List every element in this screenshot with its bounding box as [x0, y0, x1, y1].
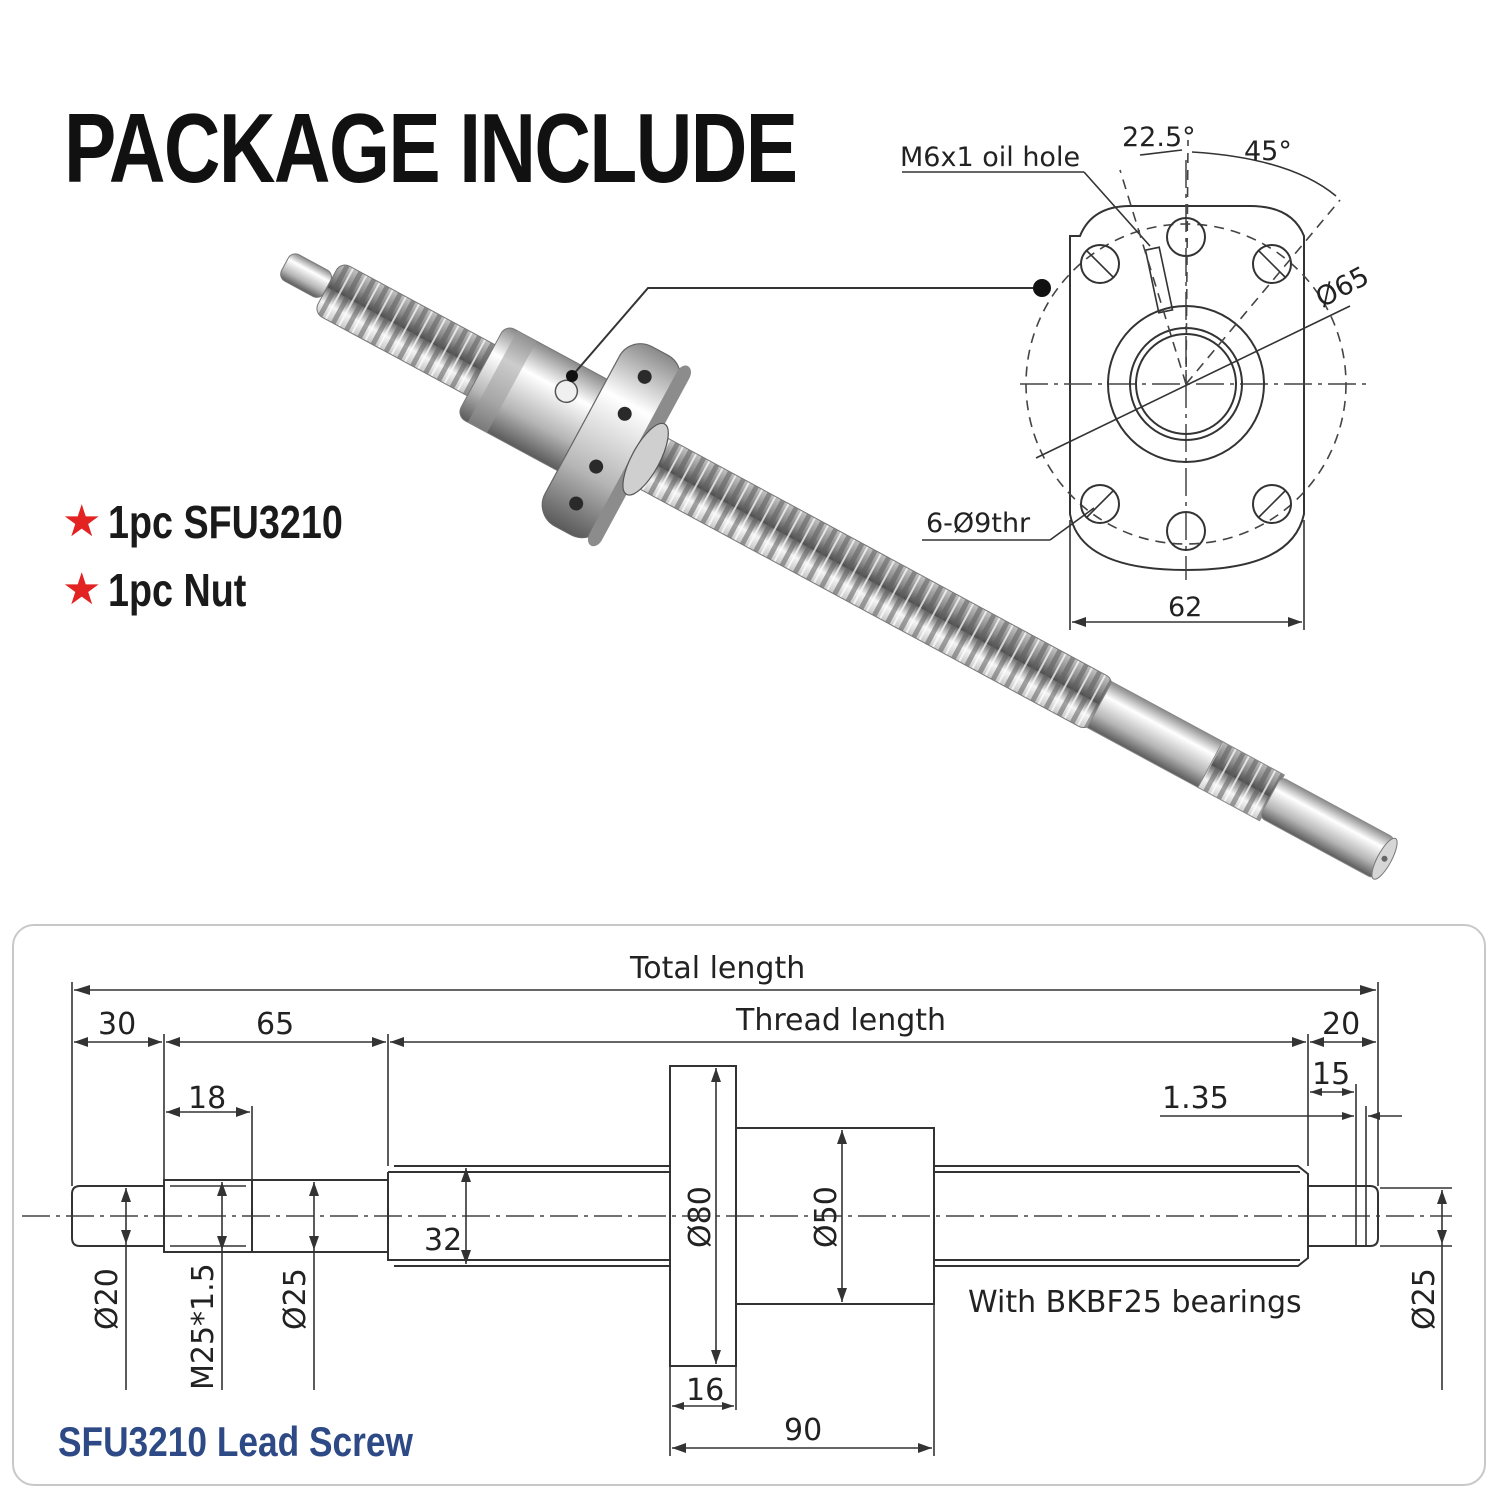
angle-label: 22.5°: [1122, 122, 1196, 153]
nut-dia-label: Ø50: [809, 1186, 844, 1248]
holes-label: 6-Ø9thr: [926, 508, 1031, 539]
package-list: ★ 1pc SFU3210 ★ 1pc Nut: [62, 488, 394, 624]
oil-hole-label: M6x1 oil hole: [900, 142, 1080, 173]
star-icon: ★: [62, 496, 102, 547]
snap-15-label: 15: [1312, 1057, 1350, 1092]
dia-25-left-label: Ø25: [278, 1268, 313, 1330]
end-right-label: 20: [1322, 1007, 1360, 1042]
package-item-text: 1pc Nut: [108, 564, 247, 616]
section-65-label: 65: [256, 1007, 294, 1042]
flange-dia-label: Ø80: [683, 1186, 718, 1248]
dia-25-right-label: Ø25: [1407, 1268, 1442, 1330]
flange-thick-label: 16: [686, 1373, 724, 1408]
list-item: ★ 1pc SFU3210: [62, 488, 394, 556]
bearing-note: With BKBF25 bearings: [968, 1285, 1302, 1320]
ball-screw-illustration: [280, 253, 1398, 880]
flange-drawing: M6x1 oil hole 22.5° 45° Ø65 6-Ø9thr 62: [900, 122, 1374, 630]
total-length-label: Total length: [629, 951, 805, 986]
page-title: PACKAGE INCLUDE: [64, 93, 798, 203]
bolt-holes: [1080, 217, 1292, 551]
list-item: ★ 1pc Nut: [62, 556, 394, 624]
groove-label: 1.35: [1162, 1081, 1229, 1116]
screw-dia-label: 32: [424, 1223, 462, 1258]
angle-label: 45°: [1244, 136, 1292, 167]
star-icon: ★: [62, 564, 102, 615]
nut-length-label: 90: [784, 1413, 822, 1448]
thread-18-label: 18: [188, 1081, 226, 1116]
dimension-panel: [12, 924, 1486, 1486]
thread-length-label: Thread length: [735, 1003, 946, 1038]
width-label: 62: [1168, 592, 1202, 623]
footer-title: SFU3210 Lead Screw: [58, 1418, 413, 1465]
dia-20-label: Ø20: [90, 1268, 125, 1330]
package-item-text: 1pc SFU3210: [108, 496, 343, 548]
thread-spec-label: M25*1.5: [186, 1263, 221, 1390]
end-left-label: 30: [98, 1007, 136, 1042]
